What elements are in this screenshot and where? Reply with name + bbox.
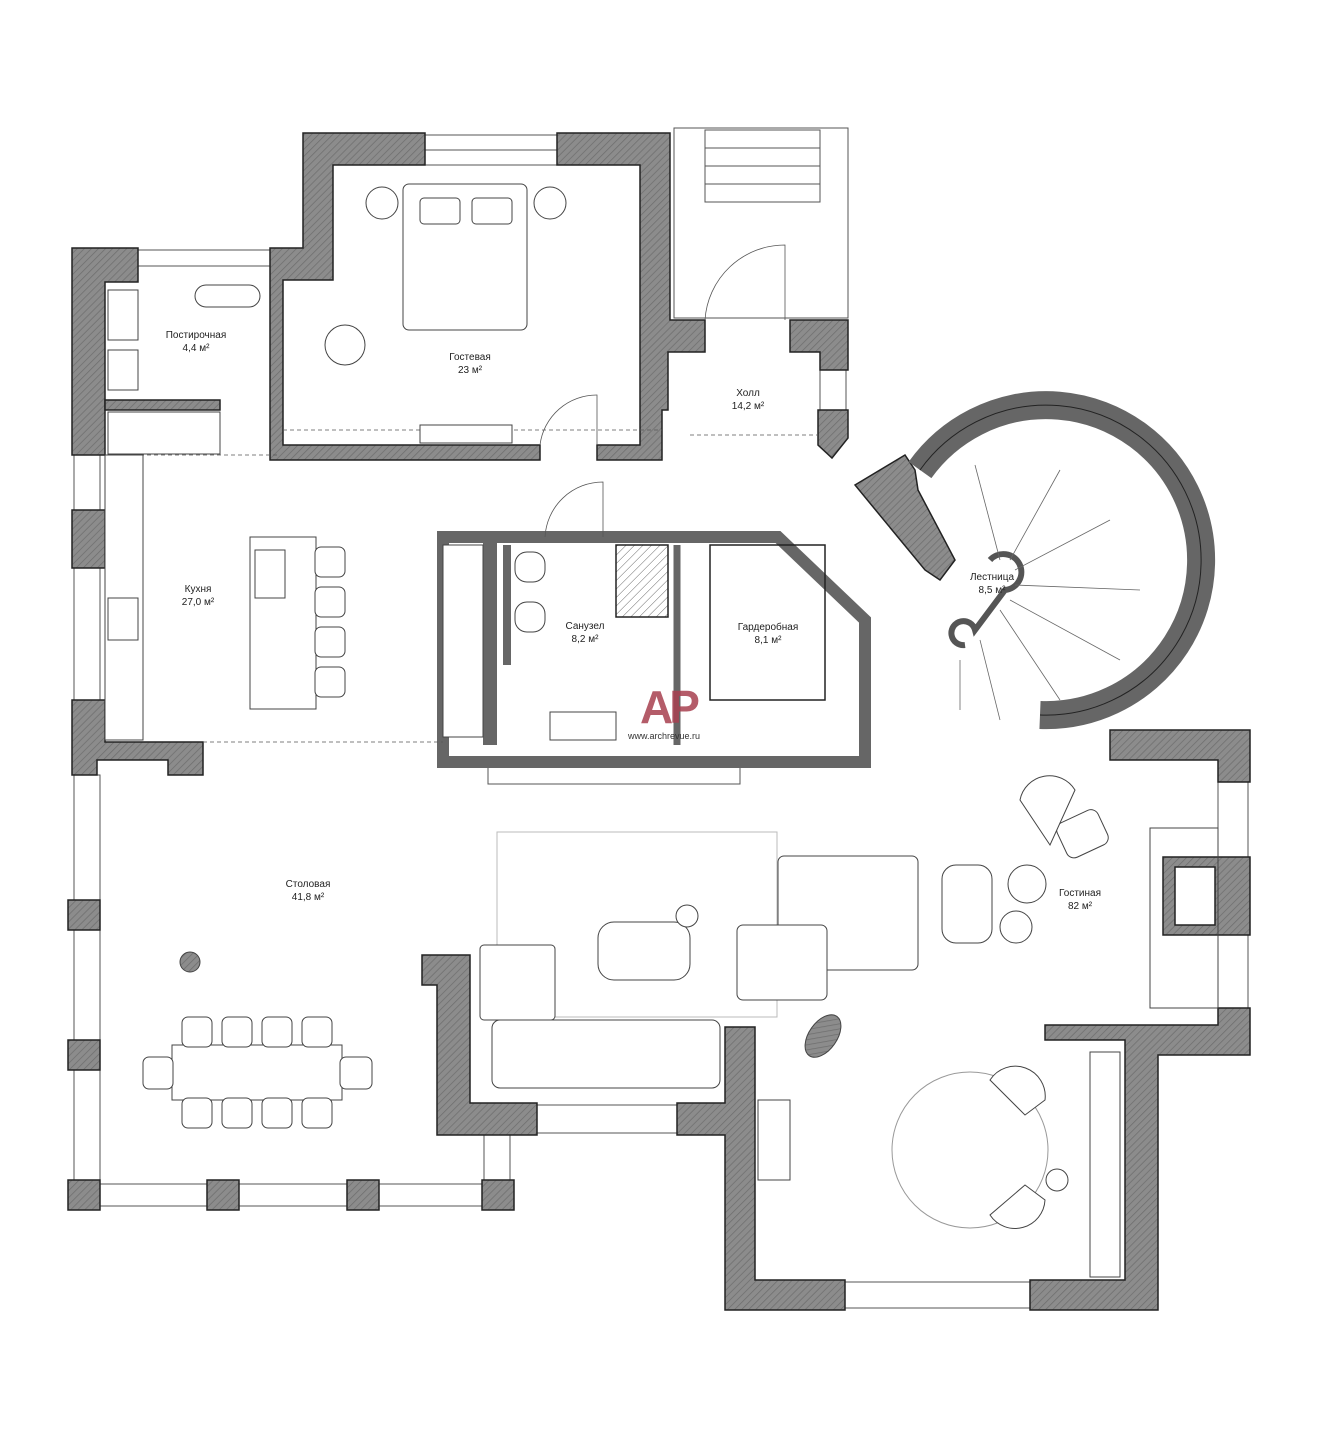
room-label-kitchen: Кухня 27,0 м² bbox=[182, 583, 214, 609]
room-label-bathroom: Санузел 8,2 м² bbox=[566, 620, 605, 646]
room-label-dining: Столовая 41,8 м² bbox=[286, 878, 331, 904]
room-area: 14,2 м² bbox=[731, 401, 765, 412]
staircase bbox=[908, 391, 1216, 730]
room-name: Холл bbox=[736, 388, 760, 399]
room-label-laundry: Постирочная 4,4 м² bbox=[166, 329, 227, 355]
room-label-wardrobe: Гардеробная 8,1 м² bbox=[738, 621, 799, 647]
watermark-logo: AP bbox=[640, 681, 700, 733]
walls bbox=[67, 132, 1251, 1311]
room-label-living: Гостиная 82 м² bbox=[1059, 887, 1101, 913]
room-area: 41,8 м² bbox=[291, 892, 325, 903]
watermark-url: www.archrevue.ru bbox=[628, 731, 701, 741]
room-name: Санузел bbox=[565, 621, 605, 632]
room-area: 4,4 м² bbox=[182, 343, 210, 354]
room-area: 8,5 м² bbox=[978, 585, 1006, 596]
room-name: Гостиная bbox=[1059, 888, 1101, 899]
furniture bbox=[104, 183, 1219, 1278]
room-name: Гостевая bbox=[449, 352, 491, 363]
room-name: Столовая bbox=[285, 879, 331, 890]
room-name: Постирочная bbox=[165, 330, 227, 341]
room-name: Гардеробная bbox=[737, 622, 799, 633]
room-name: Лестница bbox=[969, 572, 1015, 583]
room-area: 23 м² bbox=[457, 365, 483, 376]
room-name: Кухня bbox=[184, 584, 212, 595]
room-label-hall: Холл 14,2 м² bbox=[732, 387, 764, 413]
room-label-guest: Гостевая 23 м² bbox=[449, 351, 491, 377]
room-area: 27,0 м² bbox=[181, 597, 215, 608]
room-label-stairs: Лестница 8,5 м² bbox=[970, 571, 1014, 597]
room-area: 8,2 м² bbox=[571, 634, 599, 645]
room-area: 82 м² bbox=[1067, 901, 1093, 912]
room-area: 8,1 м² bbox=[754, 635, 782, 646]
